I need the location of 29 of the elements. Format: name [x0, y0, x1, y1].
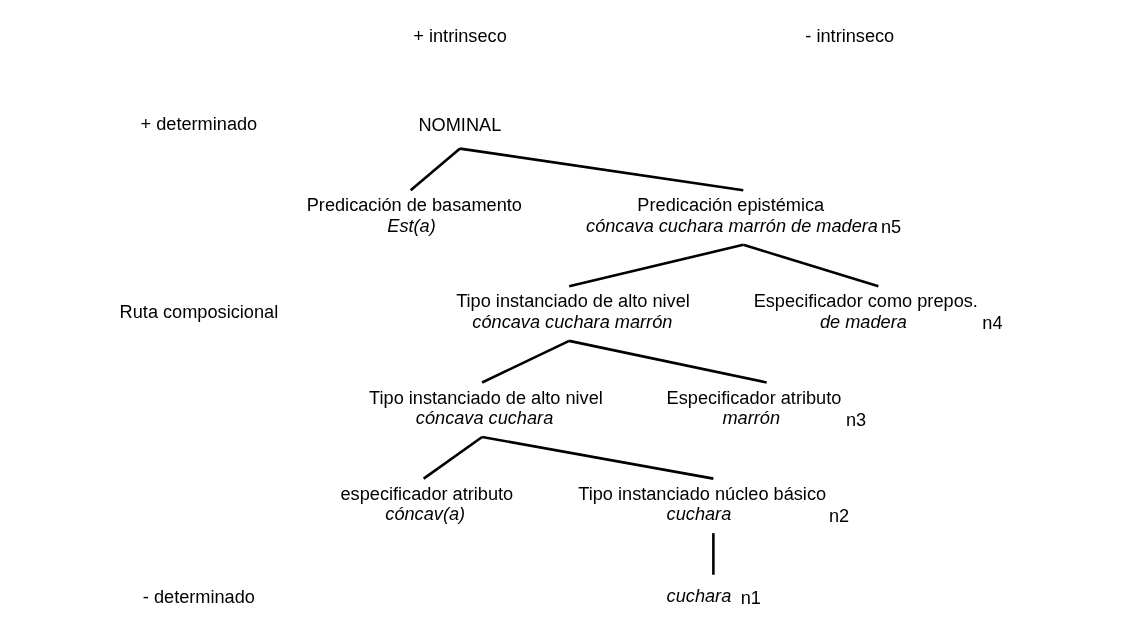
- connector: [481, 435, 714, 480]
- node-label: n2: [829, 505, 850, 526]
- connector: [459, 147, 744, 192]
- connector: [481, 339, 570, 384]
- connector: [422, 435, 483, 480]
- label: - determinado: [142, 586, 255, 607]
- node-text: NOMINAL: [418, 114, 502, 135]
- node-text: Especificador como prepos. de madera: [753, 291, 978, 333]
- node-text: Predicación epistémica cóncava cuchara marrón de madera: [586, 195, 878, 237]
- node-text: Predicación de basamento Est(a): [306, 195, 522, 237]
- node-text: especificador atributo cóncav(a): [340, 483, 514, 525]
- node-text: cuchara: [666, 586, 732, 607]
- label: Ruta composicional: [119, 302, 279, 323]
- node-label: n1: [740, 587, 761, 608]
- connector: [742, 243, 879, 288]
- connector: [568, 339, 767, 384]
- node-text: Especificador atributo marrón: [666, 387, 842, 429]
- label: + determinado: [140, 114, 258, 135]
- connector: [712, 533, 715, 575]
- node-text: Tipo instanciado núcleo básico cuchara: [578, 483, 827, 525]
- node-text: Tipo instanciado de alto nivel cóncava cuchara: [369, 387, 603, 429]
- node-label: n5: [880, 217, 902, 238]
- node-text: Tipo instanciado de alto nivel cóncava cuchara marrón: [456, 291, 690, 333]
- node-label: n3: [845, 409, 867, 430]
- connector: [568, 243, 744, 288]
- node-label: n4: [982, 313, 1003, 334]
- label: + intrinseco: [413, 25, 507, 46]
- label: - intrinseco: [805, 25, 895, 46]
- connector: [409, 147, 461, 192]
